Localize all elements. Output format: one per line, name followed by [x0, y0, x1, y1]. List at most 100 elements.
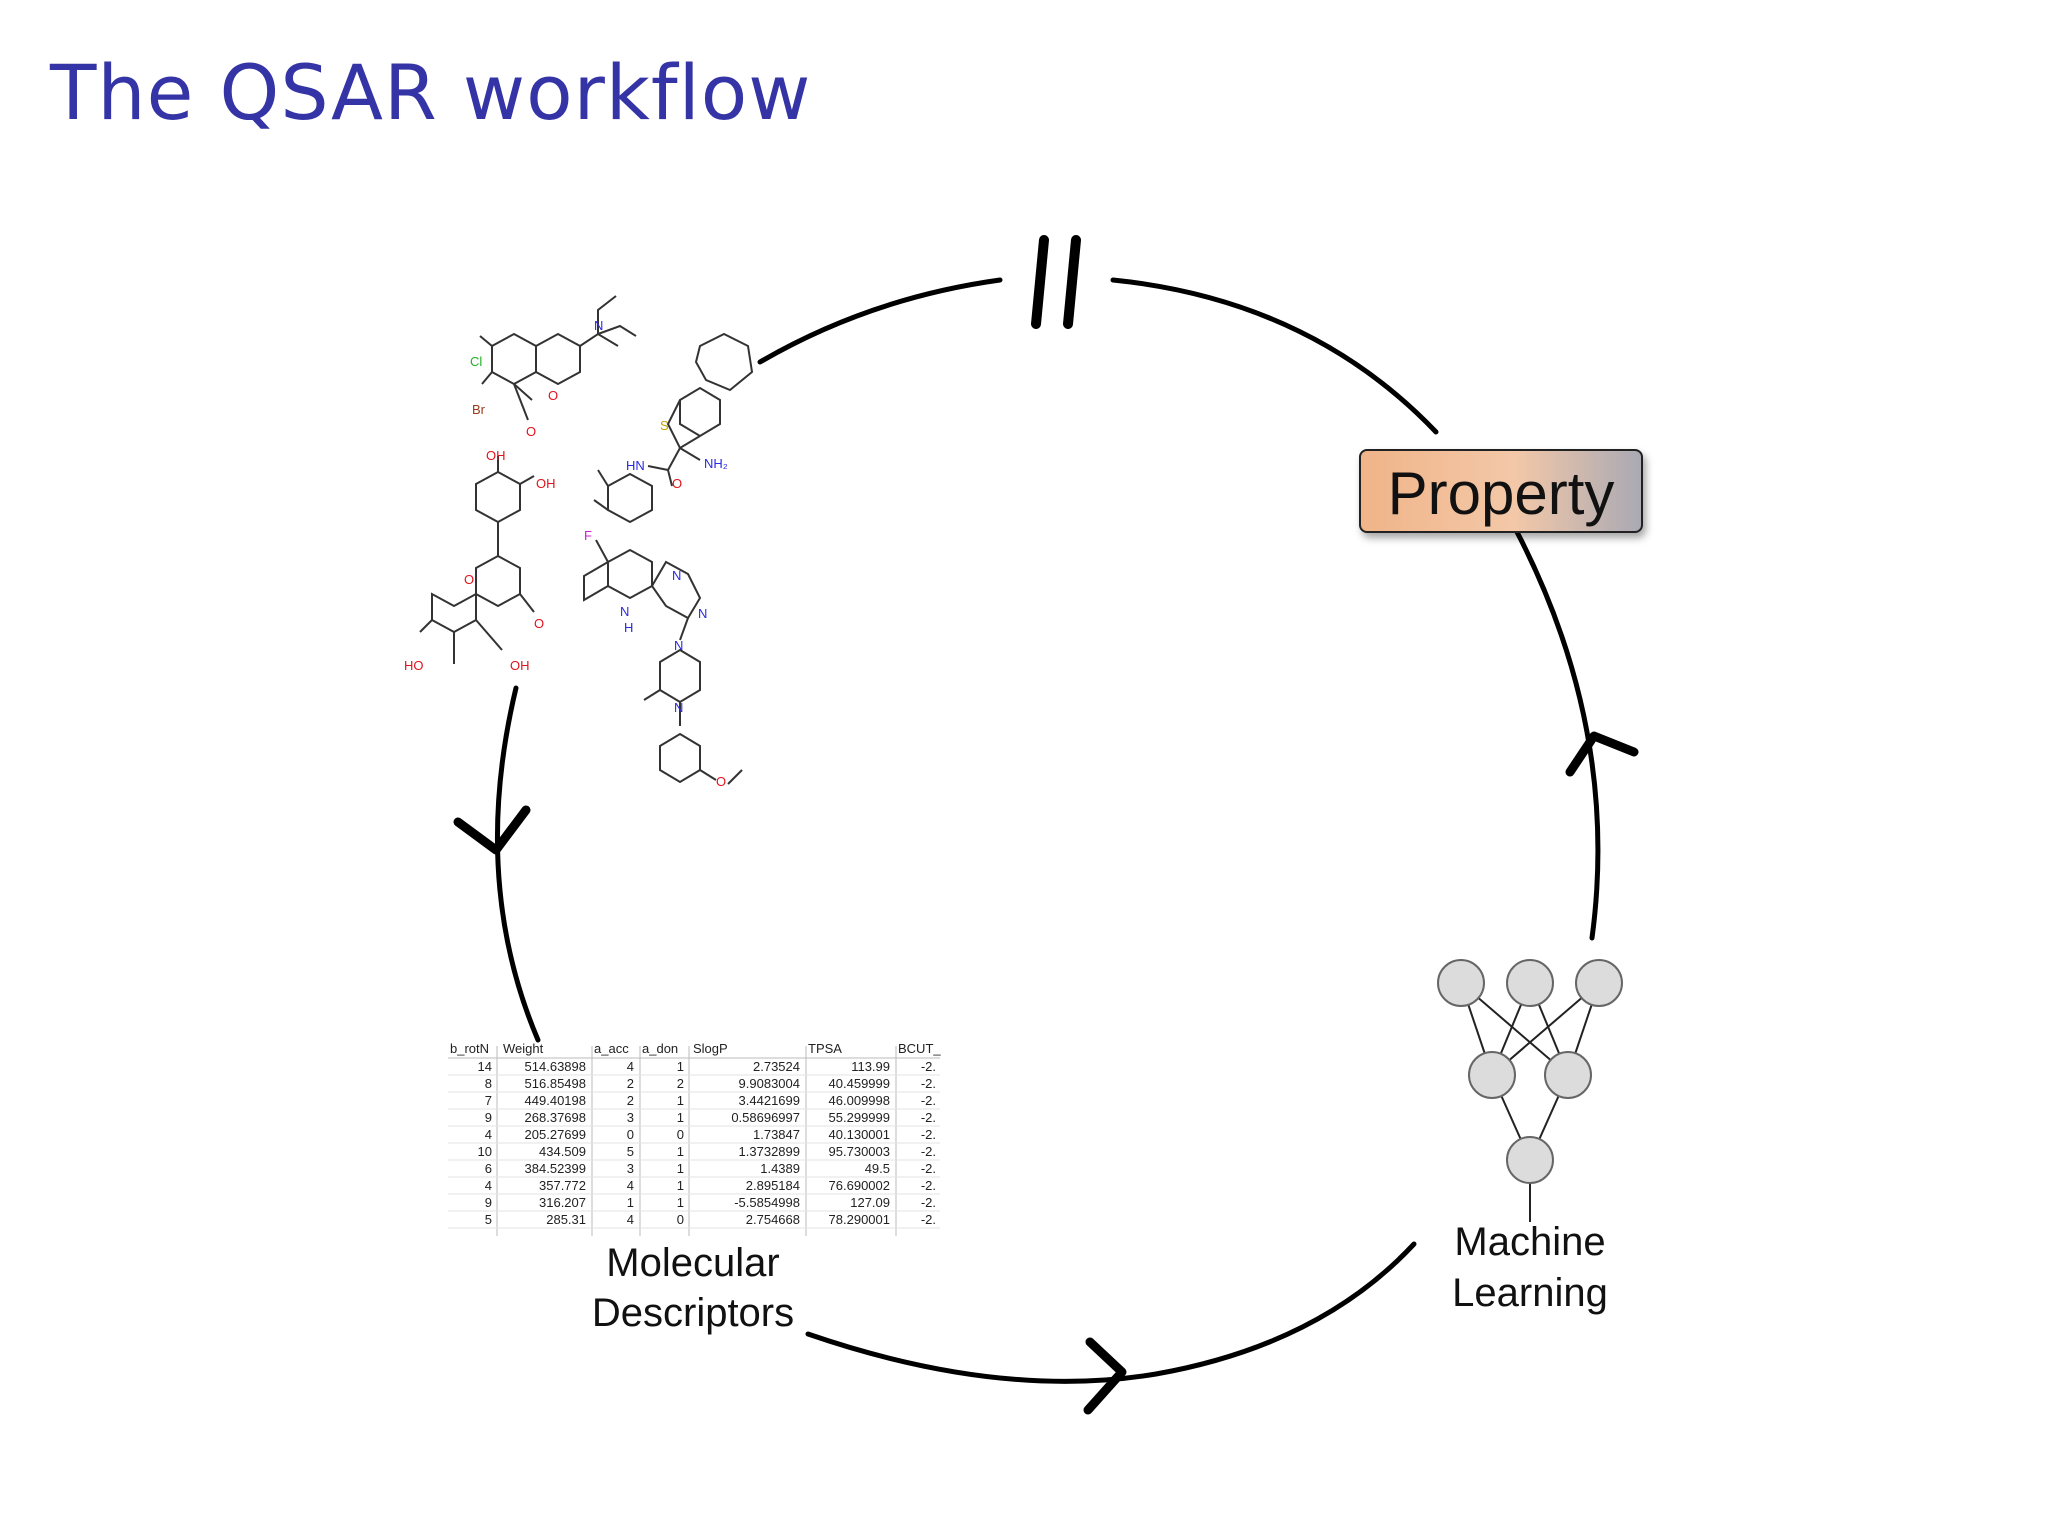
table-cell: -2.	[921, 1059, 936, 1074]
table-cell: 9	[485, 1110, 492, 1125]
molecule-pyrimidine	[583, 539, 743, 785]
table-cell: 449.40198	[525, 1093, 586, 1108]
atom-label: OH	[536, 476, 556, 491]
table-cell: 268.37698	[525, 1110, 586, 1125]
table-cell: -2.	[921, 1110, 936, 1125]
neural-network-icon	[1437, 959, 1623, 1222]
machine-label: Machine	[1454, 1220, 1605, 1264]
arc-top-right	[1110, 277, 1439, 435]
arrow-down-icon	[453, 805, 531, 855]
table-cell: 4	[627, 1212, 634, 1227]
table-cell: 2.73524	[753, 1059, 800, 1074]
table-cell: 3	[627, 1110, 634, 1125]
table-cell: 49.5	[865, 1161, 890, 1176]
table-cell: 9	[485, 1195, 492, 1210]
table-header-cell: Weight	[503, 1041, 544, 1056]
arc-left	[494, 685, 541, 1043]
table-cell: 3	[627, 1161, 634, 1176]
molecule-flavonoid	[419, 456, 535, 664]
atom-label: O	[526, 424, 536, 439]
table-cell: 2.895184	[746, 1178, 800, 1193]
atom-label: N	[594, 318, 603, 333]
arc-right	[1513, 527, 1601, 941]
table-cell: 516.85498	[525, 1076, 586, 1091]
table-cell: 357.772	[539, 1178, 586, 1193]
table-cell: 2	[677, 1076, 684, 1091]
table-cell: -2.	[921, 1195, 936, 1210]
table-cell: 2	[627, 1076, 634, 1091]
molecule-coumarin	[479, 295, 637, 421]
arc-bottom	[805, 1241, 1417, 1384]
table-cell: 40.130001	[829, 1127, 890, 1142]
table-cell: 0	[627, 1127, 634, 1142]
atom-label: NH₂	[704, 456, 728, 471]
atom-label: O	[672, 476, 682, 491]
table-cell: 4	[627, 1059, 634, 1074]
table-cell: 205.27699	[525, 1127, 586, 1142]
table-cell: -2.	[921, 1093, 936, 1108]
table-cell: 127.09	[850, 1195, 890, 1210]
table-cell: 1	[677, 1161, 684, 1176]
table-cell: 1	[627, 1195, 634, 1210]
table-cell: -2.	[921, 1127, 936, 1142]
table-cell: 2	[627, 1093, 634, 1108]
property-box: Property	[1359, 449, 1643, 533]
atom-label: O	[548, 388, 558, 403]
table-cell: 78.290001	[829, 1212, 890, 1227]
table-cell: 1	[677, 1059, 684, 1074]
table-cell: -2.	[921, 1178, 936, 1193]
table-header-cell: TPSA	[808, 1041, 842, 1056]
table-cell: 0	[677, 1212, 684, 1227]
atom-label: HN	[626, 458, 645, 473]
table-cell: 2.754668	[746, 1212, 800, 1227]
table-cell: 0.58696997	[731, 1110, 800, 1125]
learning-label: Learning	[1452, 1271, 1608, 1315]
table-cell: -2.	[921, 1076, 936, 1091]
table-cell: 1.73847	[753, 1127, 800, 1142]
arrow-up-icon	[1565, 731, 1639, 777]
table-cell: 285.31	[546, 1212, 586, 1227]
table-header-cell: BCUT_	[898, 1041, 941, 1056]
arrow-right-icon	[1083, 1337, 1127, 1415]
table-cell: 1.4389	[760, 1161, 800, 1176]
table-cell: 10	[478, 1144, 492, 1159]
atom-label: S	[660, 418, 669, 433]
arc-top-left	[757, 277, 1003, 365]
molecule-structures	[419, 295, 754, 785]
atom-label: OH	[510, 658, 530, 673]
property-label: Property	[1388, 460, 1615, 527]
double-slash-icon	[1031, 235, 1081, 329]
table-cell: 4	[627, 1178, 634, 1193]
table-cell: 4	[485, 1127, 492, 1142]
table-header-cell: b_rotN	[450, 1041, 489, 1056]
table-cell: 1	[677, 1178, 684, 1193]
atom-label: F	[584, 528, 592, 543]
table-cell: 55.299999	[829, 1110, 890, 1125]
slide-title: The QSAR workflow	[50, 48, 812, 137]
descriptors-label: Descriptors	[592, 1291, 794, 1335]
table-cell: 1	[677, 1195, 684, 1210]
atom-label: N	[672, 568, 681, 583]
atom-label: O	[534, 616, 544, 631]
table-header-cell: a_don	[642, 1041, 678, 1056]
table-cell: 76.690002	[829, 1178, 890, 1193]
table-cell: 6	[485, 1161, 492, 1176]
table-cell: -2.	[921, 1212, 936, 1227]
atom-label: N	[698, 606, 707, 621]
table-cell: 3.4421699	[739, 1093, 800, 1108]
table-cell: 1.3732899	[739, 1144, 800, 1159]
table-cell: 316.207	[539, 1195, 586, 1210]
table-cell: -2.	[921, 1161, 936, 1176]
table-cell: 0	[677, 1127, 684, 1142]
table-cell: 384.52399	[525, 1161, 586, 1176]
table-cell: -2.	[921, 1144, 936, 1159]
